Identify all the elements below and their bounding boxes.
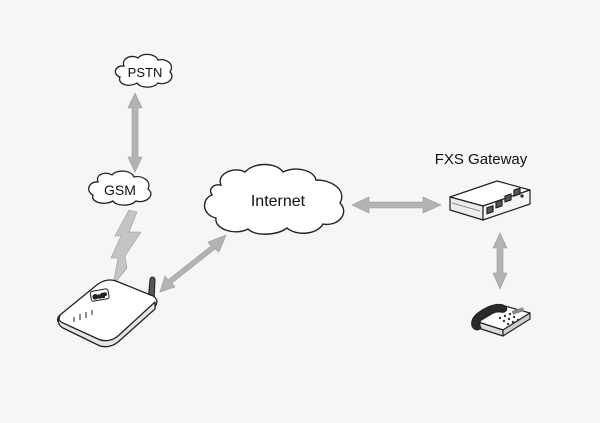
wireless-bolt-icon (110, 209, 142, 287)
goip-gateway-icon: GoIP (56, 276, 158, 348)
fxs-gateway-label: FXS Gateway (435, 151, 528, 168)
gsm-cloud: GSM (88, 170, 152, 206)
arrow-gateway-phone (492, 232, 508, 290)
internet-cloud: Internet (203, 163, 345, 235)
goip-badge: GoIP (93, 293, 108, 301)
internet-label: Internet (251, 193, 306, 210)
arrow-internet-gateway (351, 196, 442, 214)
arrow-pstn-gsm (127, 92, 143, 173)
arrow-device-internet (159, 234, 227, 293)
gsm-label: GSM (104, 182, 136, 198)
telephone-icon (471, 303, 531, 337)
pstn-cloud: PSTN (114, 53, 173, 88)
fxs-gateway-icon (449, 180, 531, 221)
pstn-label: PSTN (128, 65, 163, 80)
